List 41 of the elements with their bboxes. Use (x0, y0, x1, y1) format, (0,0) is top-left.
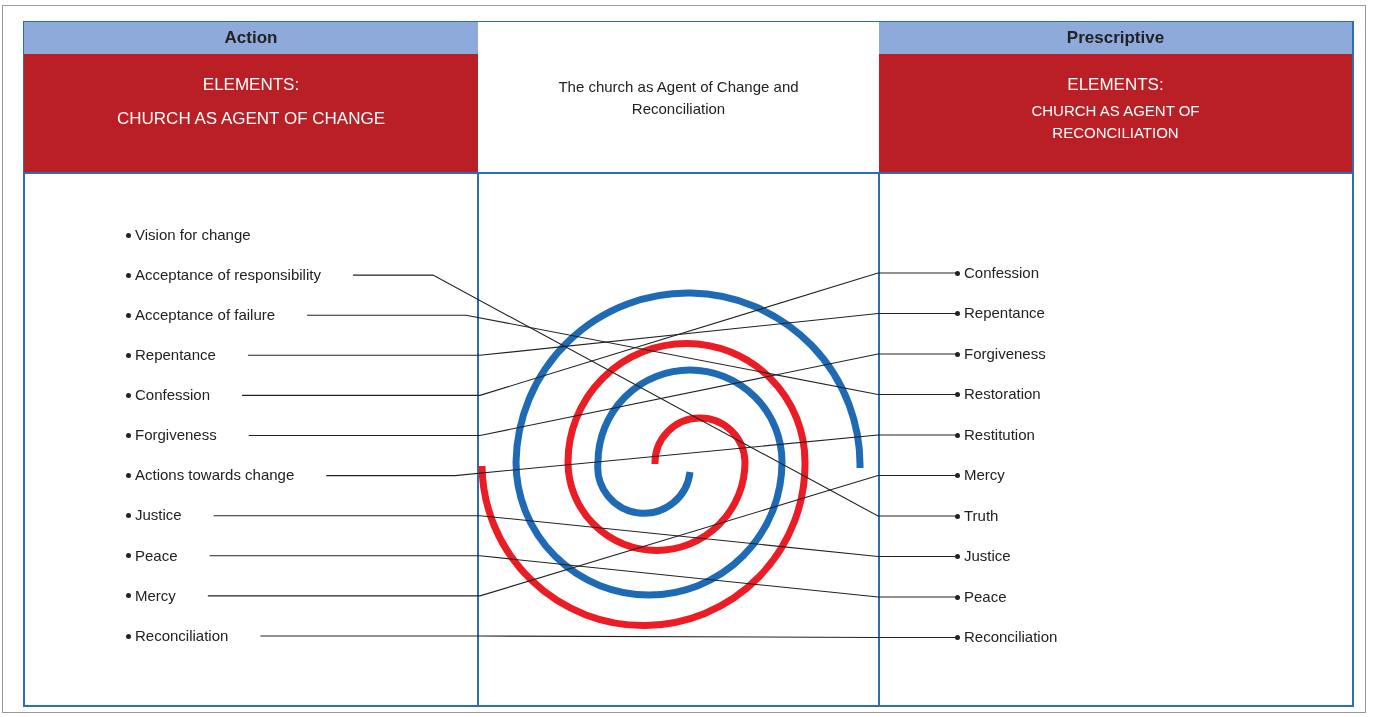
list-item-text: Mercy (135, 585, 176, 606)
section-text: CHURCH AS AGENT OF RECONCILIATION (1030, 100, 1201, 143)
list-item-text: Truth (964, 505, 999, 526)
list-item-text: Acceptance of failure (135, 304, 276, 325)
list-item-text: Peace (135, 545, 178, 566)
connector-line (209, 555, 958, 598)
list-item-text: Repentance (964, 303, 1045, 324)
list-item-text: Forgiveness (964, 343, 1046, 364)
connector-line (259, 635, 958, 639)
list-item-text: Forgiveness (135, 425, 217, 446)
list-item-text: Reconciliation (135, 625, 229, 646)
section-text: CHURCH AS AGENT OF CHANGE (117, 107, 385, 130)
list-item-text: Acceptance of responsibility (135, 264, 321, 285)
list-item-text: Peace (964, 586, 1007, 607)
connector-line (248, 353, 958, 437)
list-item-text: Confession (135, 385, 211, 406)
connector-line (207, 474, 958, 597)
connector-line (325, 434, 958, 477)
list-item-text: Restitution (964, 424, 1035, 445)
section-text: ELEMENTS: (1067, 74, 1164, 96)
header-panel (24, 22, 478, 172)
connector-line (213, 515, 958, 558)
header-text: The church as Agent of Change and Reconciliation (557, 77, 800, 119)
connector-line (247, 312, 958, 356)
column-heading: Prescriptive (879, 22, 1352, 54)
connector-line (306, 314, 958, 396)
header-panel (879, 22, 1352, 172)
list-item-text: Vision for change (135, 224, 251, 245)
list-item-text: Actions towards change (135, 465, 295, 486)
connector-line (241, 272, 958, 396)
section-text: ELEMENTS: (202, 74, 300, 96)
list-item-text: Mercy (964, 465, 1005, 486)
list-item-text: Confession (964, 262, 1040, 283)
connector-line (352, 274, 958, 517)
list-item-text: Justice (135, 505, 182, 526)
list-item-text: Restoration (964, 384, 1041, 405)
list-item-text: Justice (964, 546, 1011, 567)
list-item-text: Reconciliation (964, 627, 1058, 648)
column-heading: Action (24, 22, 478, 54)
list-item-text: Repentance (135, 345, 216, 366)
header-cell (478, 22, 879, 172)
